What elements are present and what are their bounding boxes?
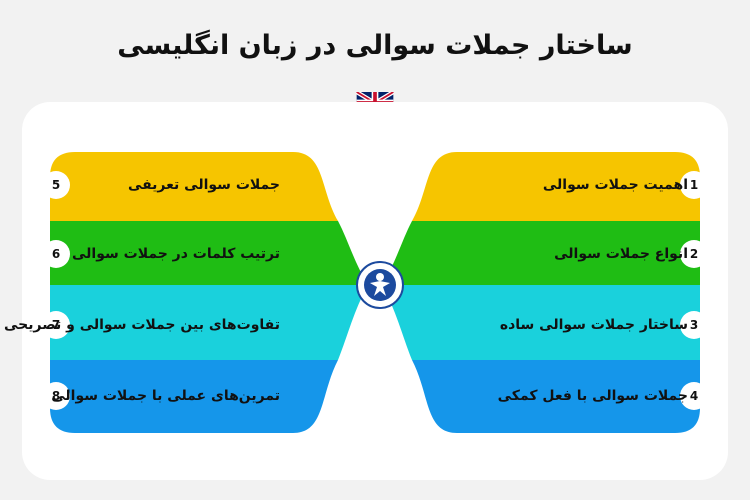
item-number-7: 7	[51, 318, 61, 332]
item-label-3: ساختار جملات سوالی ساده	[499, 317, 688, 333]
number-circle-8	[42, 382, 70, 410]
item-number-6: 6	[51, 247, 61, 261]
band-6-shape	[50, 221, 368, 285]
item-label-4: جملات سوالی با فعل کمکی	[497, 388, 688, 404]
item-label-2: انواع جملات سوالی	[554, 246, 688, 262]
page-title: ساختار جملات سوالی در زبان انگلیسی	[117, 30, 633, 61]
number-circle-5	[42, 171, 70, 199]
number-circle-1	[680, 171, 708, 199]
item-number-2: 2	[689, 247, 699, 261]
band-7-shape	[50, 285, 368, 360]
item-label-1: اهمیت جملات سوالی	[542, 177, 688, 193]
item-number-8: 8	[51, 389, 61, 403]
number-circle-4	[680, 382, 708, 410]
band-2-shape	[382, 221, 700, 285]
item-number-3: 3	[689, 318, 699, 332]
item-label-8: تمرین‌های عملی با جملات سوالی	[51, 388, 280, 404]
band-1-shape	[412, 152, 700, 221]
item-number-4: 4	[689, 389, 699, 403]
item-number-1: 1	[689, 178, 699, 192]
item-label-5: جملات سوالی تعریفی	[127, 177, 280, 193]
band-8-shape	[50, 360, 338, 433]
item-label-7: تفاوت‌های بین جملات سوالی و تصریحی	[3, 317, 280, 333]
band-3-shape	[382, 285, 700, 360]
item-label-6: ترتیب کلمات در جملات سوالی	[71, 246, 280, 262]
institute-logo	[356, 261, 404, 309]
number-circle-3	[680, 311, 708, 339]
number-circle-2	[680, 240, 708, 268]
band-5-shape	[50, 152, 338, 221]
number-circle-6	[42, 240, 70, 268]
band-4-shape	[412, 360, 700, 433]
item-number-5: 5	[51, 178, 61, 192]
number-circle-7	[42, 311, 70, 339]
